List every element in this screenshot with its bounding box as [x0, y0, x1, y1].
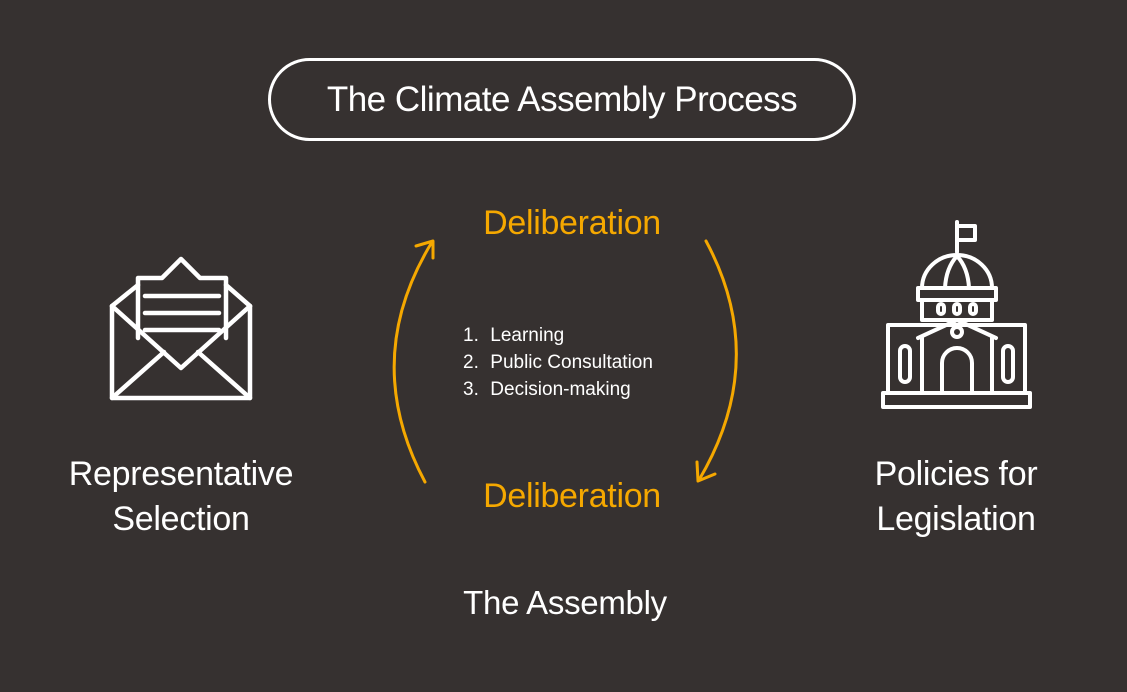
title-pill: The Climate Assembly Process	[268, 58, 856, 141]
assembly-caption: The Assembly	[463, 584, 667, 621]
deliberation-bottom-label: Deliberation	[483, 477, 661, 515]
step-item: 3. Decision-making	[463, 379, 631, 400]
cycle-arrows	[392, 239, 738, 484]
arrowhead-left	[414, 239, 435, 260]
representative-selection-label: Representative Selection	[68, 455, 294, 538]
diagram-title: The Climate Assembly Process	[326, 79, 798, 119]
step-item: 1. Learning	[463, 325, 565, 346]
arrow-right-down	[697, 239, 738, 482]
arrow-left-up	[392, 240, 434, 484]
step-item: 2. Public Consultation	[463, 352, 653, 373]
steps-list: 1. Learning 2. Public Consultation 3. De…	[463, 322, 653, 403]
capitol-building-icon	[881, 220, 1032, 409]
arrowhead-right	[695, 460, 717, 483]
deliberation-top-label: Deliberation	[483, 204, 661, 242]
policies-label: Policies for Legislation	[874, 455, 1038, 538]
envelope-icon	[109, 256, 253, 401]
